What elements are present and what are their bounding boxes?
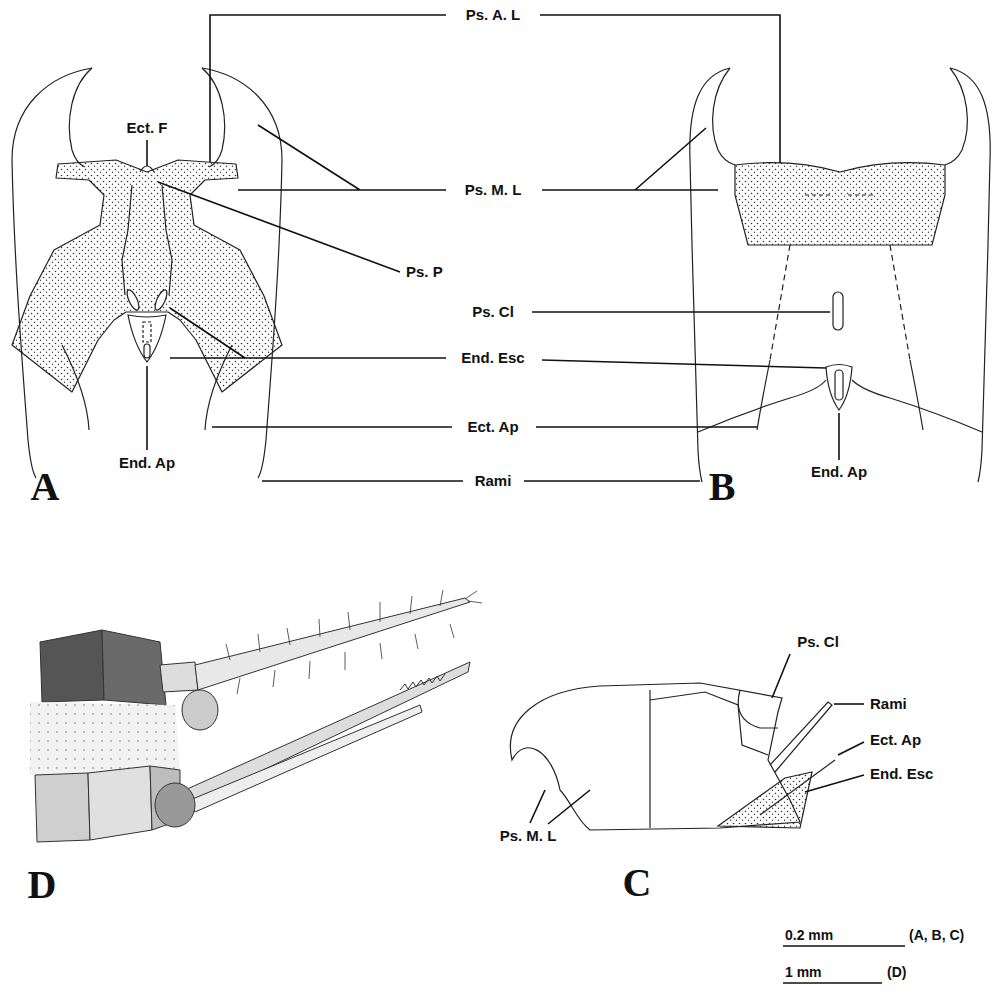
part-label: End. Esc (459, 350, 526, 367)
part-label: Ps. Cl (470, 304, 516, 321)
panel-letter: C (621, 861, 654, 905)
part-label: Ps. M. L (463, 182, 524, 199)
panel-letter: D (26, 863, 59, 907)
part-label: Ps. M. L (498, 828, 559, 845)
scale-label: 0.2 mm (783, 928, 835, 943)
leader-lines (147, 15, 905, 983)
part-label: Ect. Ap (465, 419, 520, 436)
part-label: Ps. A. L (464, 7, 522, 24)
scale-label: 1 mm (783, 965, 824, 980)
part-label: Rami (473, 473, 514, 490)
part-label: End. Esc (868, 766, 935, 783)
part-label: Ect. F (125, 120, 170, 137)
panel-a-drawing (12, 68, 282, 478)
panel-b-drawing (690, 68, 990, 482)
panel-letter: A (29, 465, 62, 509)
part-label: End. Ap (117, 455, 177, 472)
part-label: Ps. P (404, 264, 445, 281)
scale-label: (A, B, C) (907, 928, 966, 943)
panel-c-drawing (510, 683, 835, 830)
part-label: Ect. Ap (868, 732, 923, 749)
part-label: Rami (868, 696, 909, 713)
part-label: Ps. Cl (795, 634, 841, 651)
panel-letter: B (707, 465, 738, 509)
scale-label: (D) (885, 965, 908, 980)
part-label: End. Ap (809, 464, 869, 481)
panel-d-drawing (30, 590, 482, 842)
